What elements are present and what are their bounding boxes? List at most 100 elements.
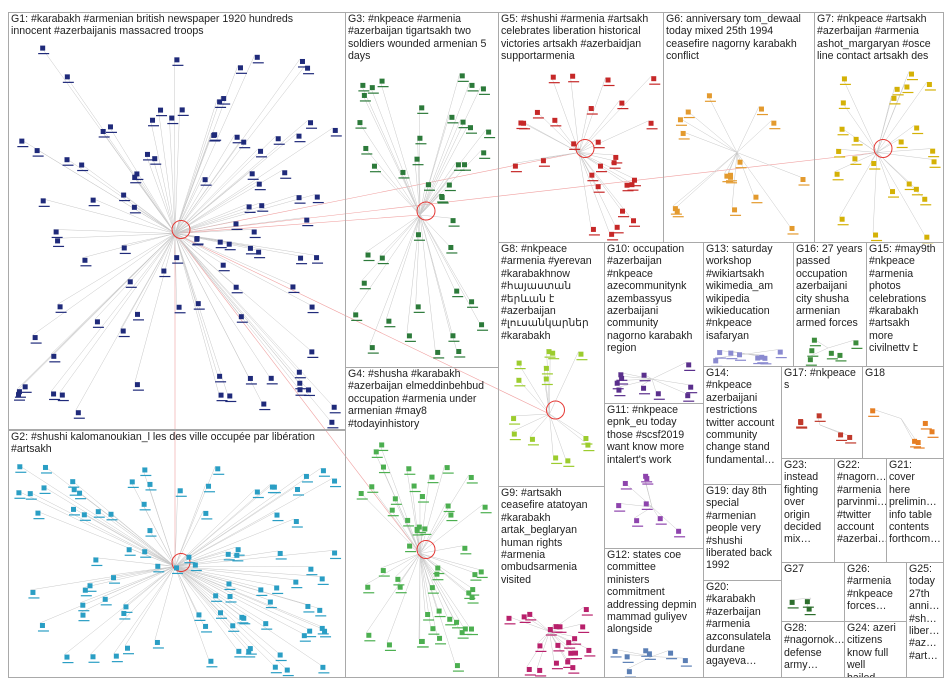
- edge: [419, 503, 446, 554]
- edge: [518, 120, 580, 153]
- edge: [419, 553, 470, 596]
- node: [540, 158, 546, 164]
- node: [479, 322, 485, 328]
- edge: [174, 233, 219, 393]
- node: [732, 207, 738, 213]
- node: [134, 382, 140, 388]
- node: [459, 630, 465, 636]
- node: [39, 622, 45, 628]
- edge: [174, 233, 332, 405]
- node: [87, 583, 93, 589]
- node: [277, 550, 283, 556]
- edge: [736, 106, 760, 153]
- node: [624, 654, 630, 660]
- group-g10-panel: G10: occupation #azerbaijan #nkpeace aze…: [604, 242, 704, 404]
- group-g17-label: G17: #nkpeace s: [784, 367, 856, 392]
- node: [296, 369, 302, 375]
- node: [469, 595, 475, 601]
- node: [588, 106, 594, 112]
- node: [371, 163, 377, 169]
- node: [246, 204, 252, 210]
- edge: [174, 566, 209, 659]
- node: [195, 301, 201, 307]
- node: [366, 632, 372, 638]
- edge: [578, 76, 652, 153]
- node: [459, 73, 465, 79]
- group-g8-label: G8: #nkpeace #armenia #yerevan #karabakh…: [501, 243, 592, 342]
- node: [32, 335, 38, 341]
- node: [527, 611, 533, 617]
- node: [94, 319, 100, 325]
- edge: [746, 353, 760, 356]
- node: [449, 114, 455, 120]
- edge: [174, 99, 218, 234]
- node: [256, 181, 262, 187]
- node: [154, 639, 160, 645]
- node: [331, 404, 337, 410]
- edge: [419, 214, 436, 350]
- node: [583, 607, 589, 613]
- edge: [840, 100, 878, 153]
- edge: [674, 152, 738, 209]
- node: [123, 604, 129, 610]
- edge: [876, 148, 931, 153]
- node: [680, 130, 686, 136]
- inter-group-edges: [174, 152, 878, 567]
- edge: [154, 566, 176, 641]
- node: [755, 355, 761, 361]
- group-g3-panel: G3: #nkpeace #armenia #azerbaijan tigart…: [345, 12, 499, 368]
- edge: [626, 656, 653, 670]
- node: [677, 117, 683, 123]
- node: [247, 245, 253, 251]
- node: [131, 204, 137, 210]
- edge: [419, 119, 461, 216]
- edge: [569, 73, 580, 153]
- edge: [419, 553, 473, 573]
- node: [634, 518, 640, 524]
- node: [236, 648, 242, 654]
- node: [256, 249, 262, 255]
- node: [912, 438, 918, 444]
- edge: [70, 478, 176, 567]
- node: [319, 576, 325, 582]
- node: [40, 198, 46, 204]
- edge: [174, 486, 296, 567]
- node: [142, 549, 148, 555]
- node: [448, 512, 454, 518]
- node: [296, 195, 302, 201]
- node: [215, 466, 221, 472]
- node: [108, 511, 114, 517]
- node: [728, 172, 734, 178]
- node: [152, 156, 158, 162]
- group-g9-label: G9: #artsakh ceasefire atatoyan #karabak…: [501, 487, 588, 586]
- node: [34, 148, 40, 154]
- node: [397, 584, 403, 590]
- edge: [174, 233, 421, 554]
- node: [303, 473, 309, 479]
- node: [102, 596, 108, 602]
- node: [309, 349, 315, 355]
- node: [430, 626, 436, 632]
- edge: [174, 566, 323, 630]
- node: [71, 506, 77, 512]
- edge: [827, 340, 854, 349]
- edge: [174, 58, 301, 234]
- node: [762, 355, 768, 361]
- edge: [174, 478, 333, 567]
- node: [580, 624, 586, 630]
- edge: [174, 233, 298, 370]
- group-g27-label: G27: [784, 563, 805, 575]
- node: [379, 78, 385, 84]
- edge: [406, 466, 421, 554]
- node: [415, 232, 421, 238]
- node: [406, 466, 412, 472]
- node: [111, 575, 117, 581]
- node: [419, 494, 425, 500]
- node: [605, 77, 611, 83]
- edge: [419, 182, 427, 216]
- node: [217, 239, 223, 245]
- node: [196, 612, 202, 618]
- node: [426, 182, 432, 188]
- group-g6-label: G6: anniversary tom_dewaal today mixed 2…: [666, 13, 801, 63]
